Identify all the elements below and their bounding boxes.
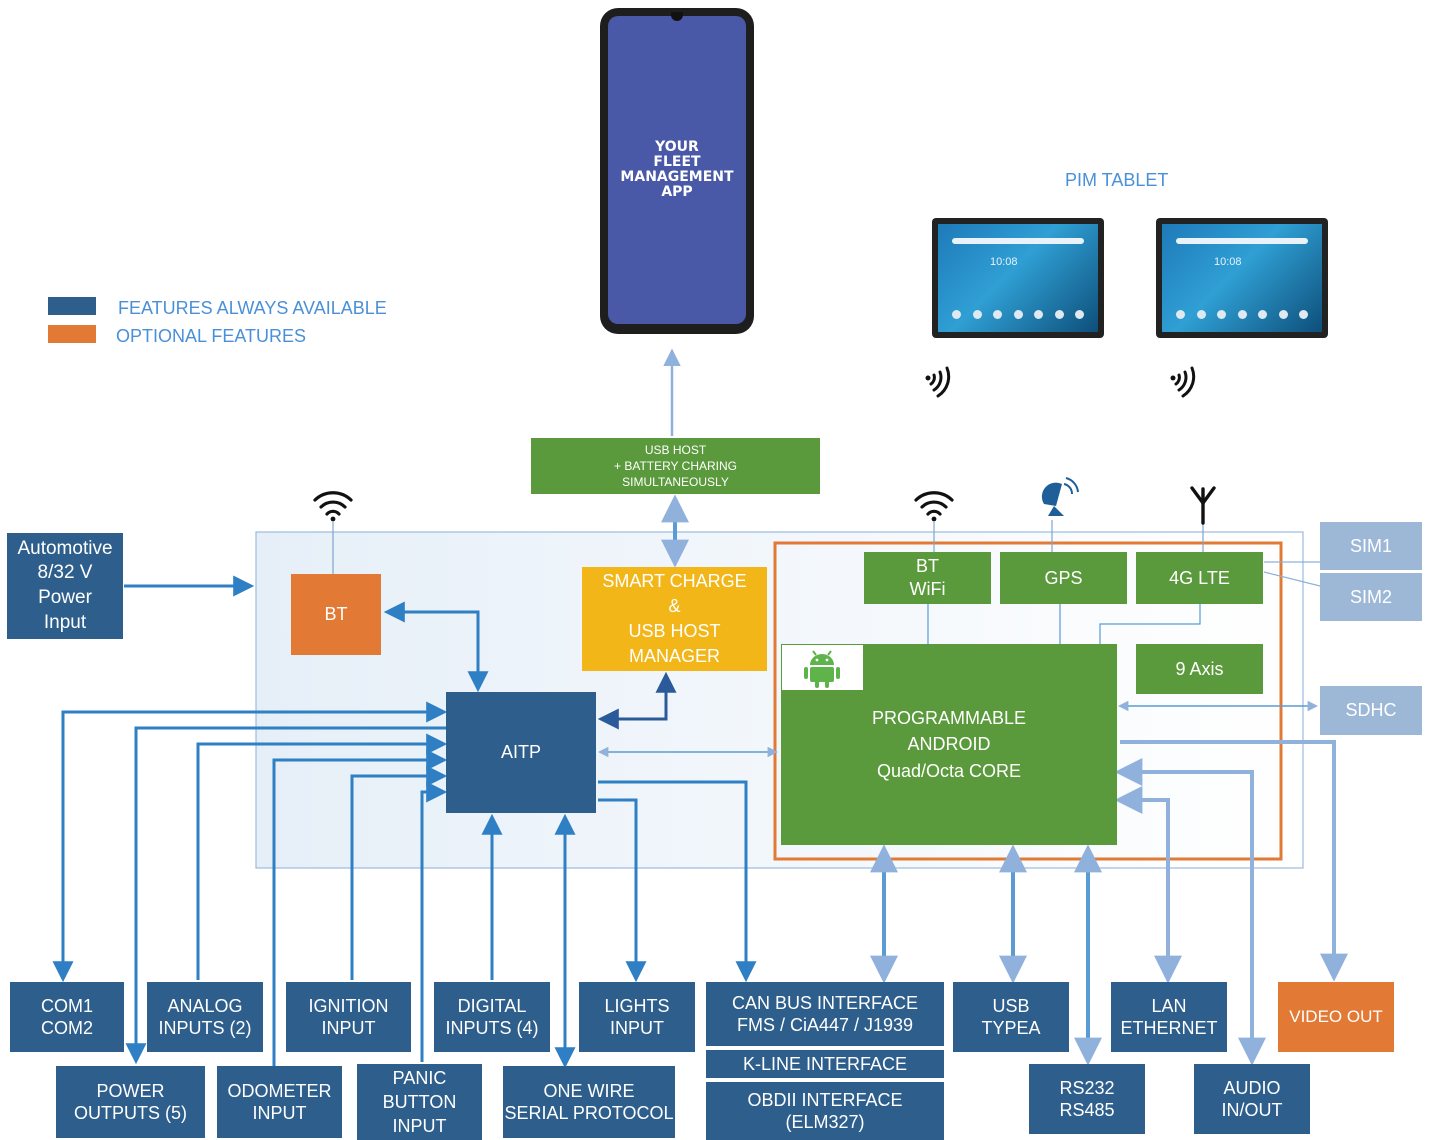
legend-swatch-always [48, 297, 96, 315]
tablet-screen: 10:08 [1162, 224, 1322, 332]
smart-charge-block: SMART CHARGE & USB HOST MANAGER [582, 567, 767, 671]
lights-input-block: LIGHTS INPUT [579, 982, 695, 1052]
link-odometer [272, 749, 448, 1066]
link-sim2 [1263, 571, 1321, 587]
lte-block: 4G LTE [1136, 552, 1263, 604]
gps-block: GPS [1000, 552, 1127, 604]
wireless-signal-icon [1170, 366, 1196, 398]
kline-interface-block: K-LINE INTERFACE [706, 1050, 944, 1078]
link-com [52, 701, 448, 983]
tablet-clock: 10:08 [990, 256, 1018, 268]
sim2-block: SIM2 [1320, 573, 1422, 621]
tablet-clock: 10:08 [1214, 256, 1242, 268]
tablet-search-bar [952, 238, 1084, 244]
legend-label-optional: OPTIONAL FEATURES [116, 326, 307, 346]
obdii-interface-block: OBDII INTERFACE (ELM327) [706, 1082, 944, 1140]
link-audio [1114, 758, 1266, 1066]
sdhc-block: SDHC [1320, 686, 1422, 735]
odometer-input-block: ODOMETER INPUT [217, 1066, 342, 1138]
pim-tablet: 10:08 [932, 218, 1104, 338]
legend-label-always: FEATURES ALWAYS AVAILABLE [118, 298, 387, 318]
link-lights [598, 798, 647, 983]
tablet-search-bar [1176, 238, 1308, 244]
tablet-dock [1176, 310, 1308, 320]
automotive-power-input-block: Automotive 8/32 V Power Input [7, 533, 123, 639]
phone-app-text-4: APP [661, 184, 693, 200]
antenna-icon [1190, 486, 1216, 525]
rs232-rs485-block: RS232 RS485 [1029, 1064, 1145, 1134]
lan-ethernet-block: LAN ETHERNET [1111, 982, 1227, 1052]
link-analog [196, 733, 448, 980]
link-video-out [1120, 740, 1348, 982]
phone-app-text-3: MANAGEMENT [620, 169, 734, 185]
analog-inputs-block: ANALOG INPUTS (2) [147, 982, 263, 1052]
wifi-icon [313, 491, 353, 522]
audio-in-out-block: AUDIO IN/OUT [1194, 1064, 1310, 1134]
link-bt-aitp [383, 601, 489, 693]
link-aitp-smartcharge [597, 671, 677, 730]
usb-host-block: USB HOST + BATTERY CHARING SIMULTANEOUSL… [531, 438, 820, 494]
legend-swatch-optional [48, 325, 96, 343]
nine-axis-block: 9 Axis [1136, 644, 1263, 694]
bt-wifi-block: BT WiFi [864, 552, 991, 604]
android-logo-icon [782, 645, 863, 690]
phone-notch [671, 12, 683, 21]
sim1-block: SIM1 [1320, 522, 1422, 570]
phone-screen: YOUR FLEET MANAGEMENT APP [608, 16, 746, 324]
pim-tablet-label: PIM TABLET [1065, 170, 1169, 190]
link-ignition [350, 765, 448, 980]
digital-inputs-block: DIGITAL INPUTS (4) [434, 982, 550, 1052]
usb-typea-block: USB TYPEA [953, 982, 1069, 1052]
link-can-bus [598, 780, 757, 983]
aitp-block: AITP [446, 692, 596, 813]
can-bus-interface-block: CAN BUS INTERFACE FMS / CiA447 / J1939 [706, 982, 944, 1046]
phone-app-text-1: YOUR [655, 139, 699, 155]
tablet-screen: 10:08 [938, 224, 1098, 332]
link-power-outputs [125, 726, 446, 1065]
link-lte-android [1099, 604, 1201, 644]
satellite-dish-icon [1041, 477, 1079, 516]
power-outputs-block: POWER OUTPUTS (5) [56, 1066, 205, 1138]
smartphone: YOUR FLEET MANAGEMENT APP [600, 8, 754, 334]
video-out-block: VIDEO OUT [1278, 982, 1394, 1052]
tablet-dock [952, 310, 1084, 320]
wireless-signal-icon [925, 366, 951, 398]
panic-button-input-block: PANIC BUTTON INPUT [357, 1064, 482, 1140]
link-panic [420, 781, 448, 1062]
com-block: COM1 COM2 [10, 982, 124, 1052]
one-wire-block: ONE WIRE SERIAL PROTOCOL [503, 1066, 675, 1138]
bt-module-block: BT [291, 574, 381, 655]
wifi-icon [914, 491, 954, 522]
phone-app-text-2: FLEET [653, 154, 701, 170]
ignition-input-block: IGNITION INPUT [286, 982, 411, 1052]
pim-tablet: 10:08 [1156, 218, 1328, 338]
